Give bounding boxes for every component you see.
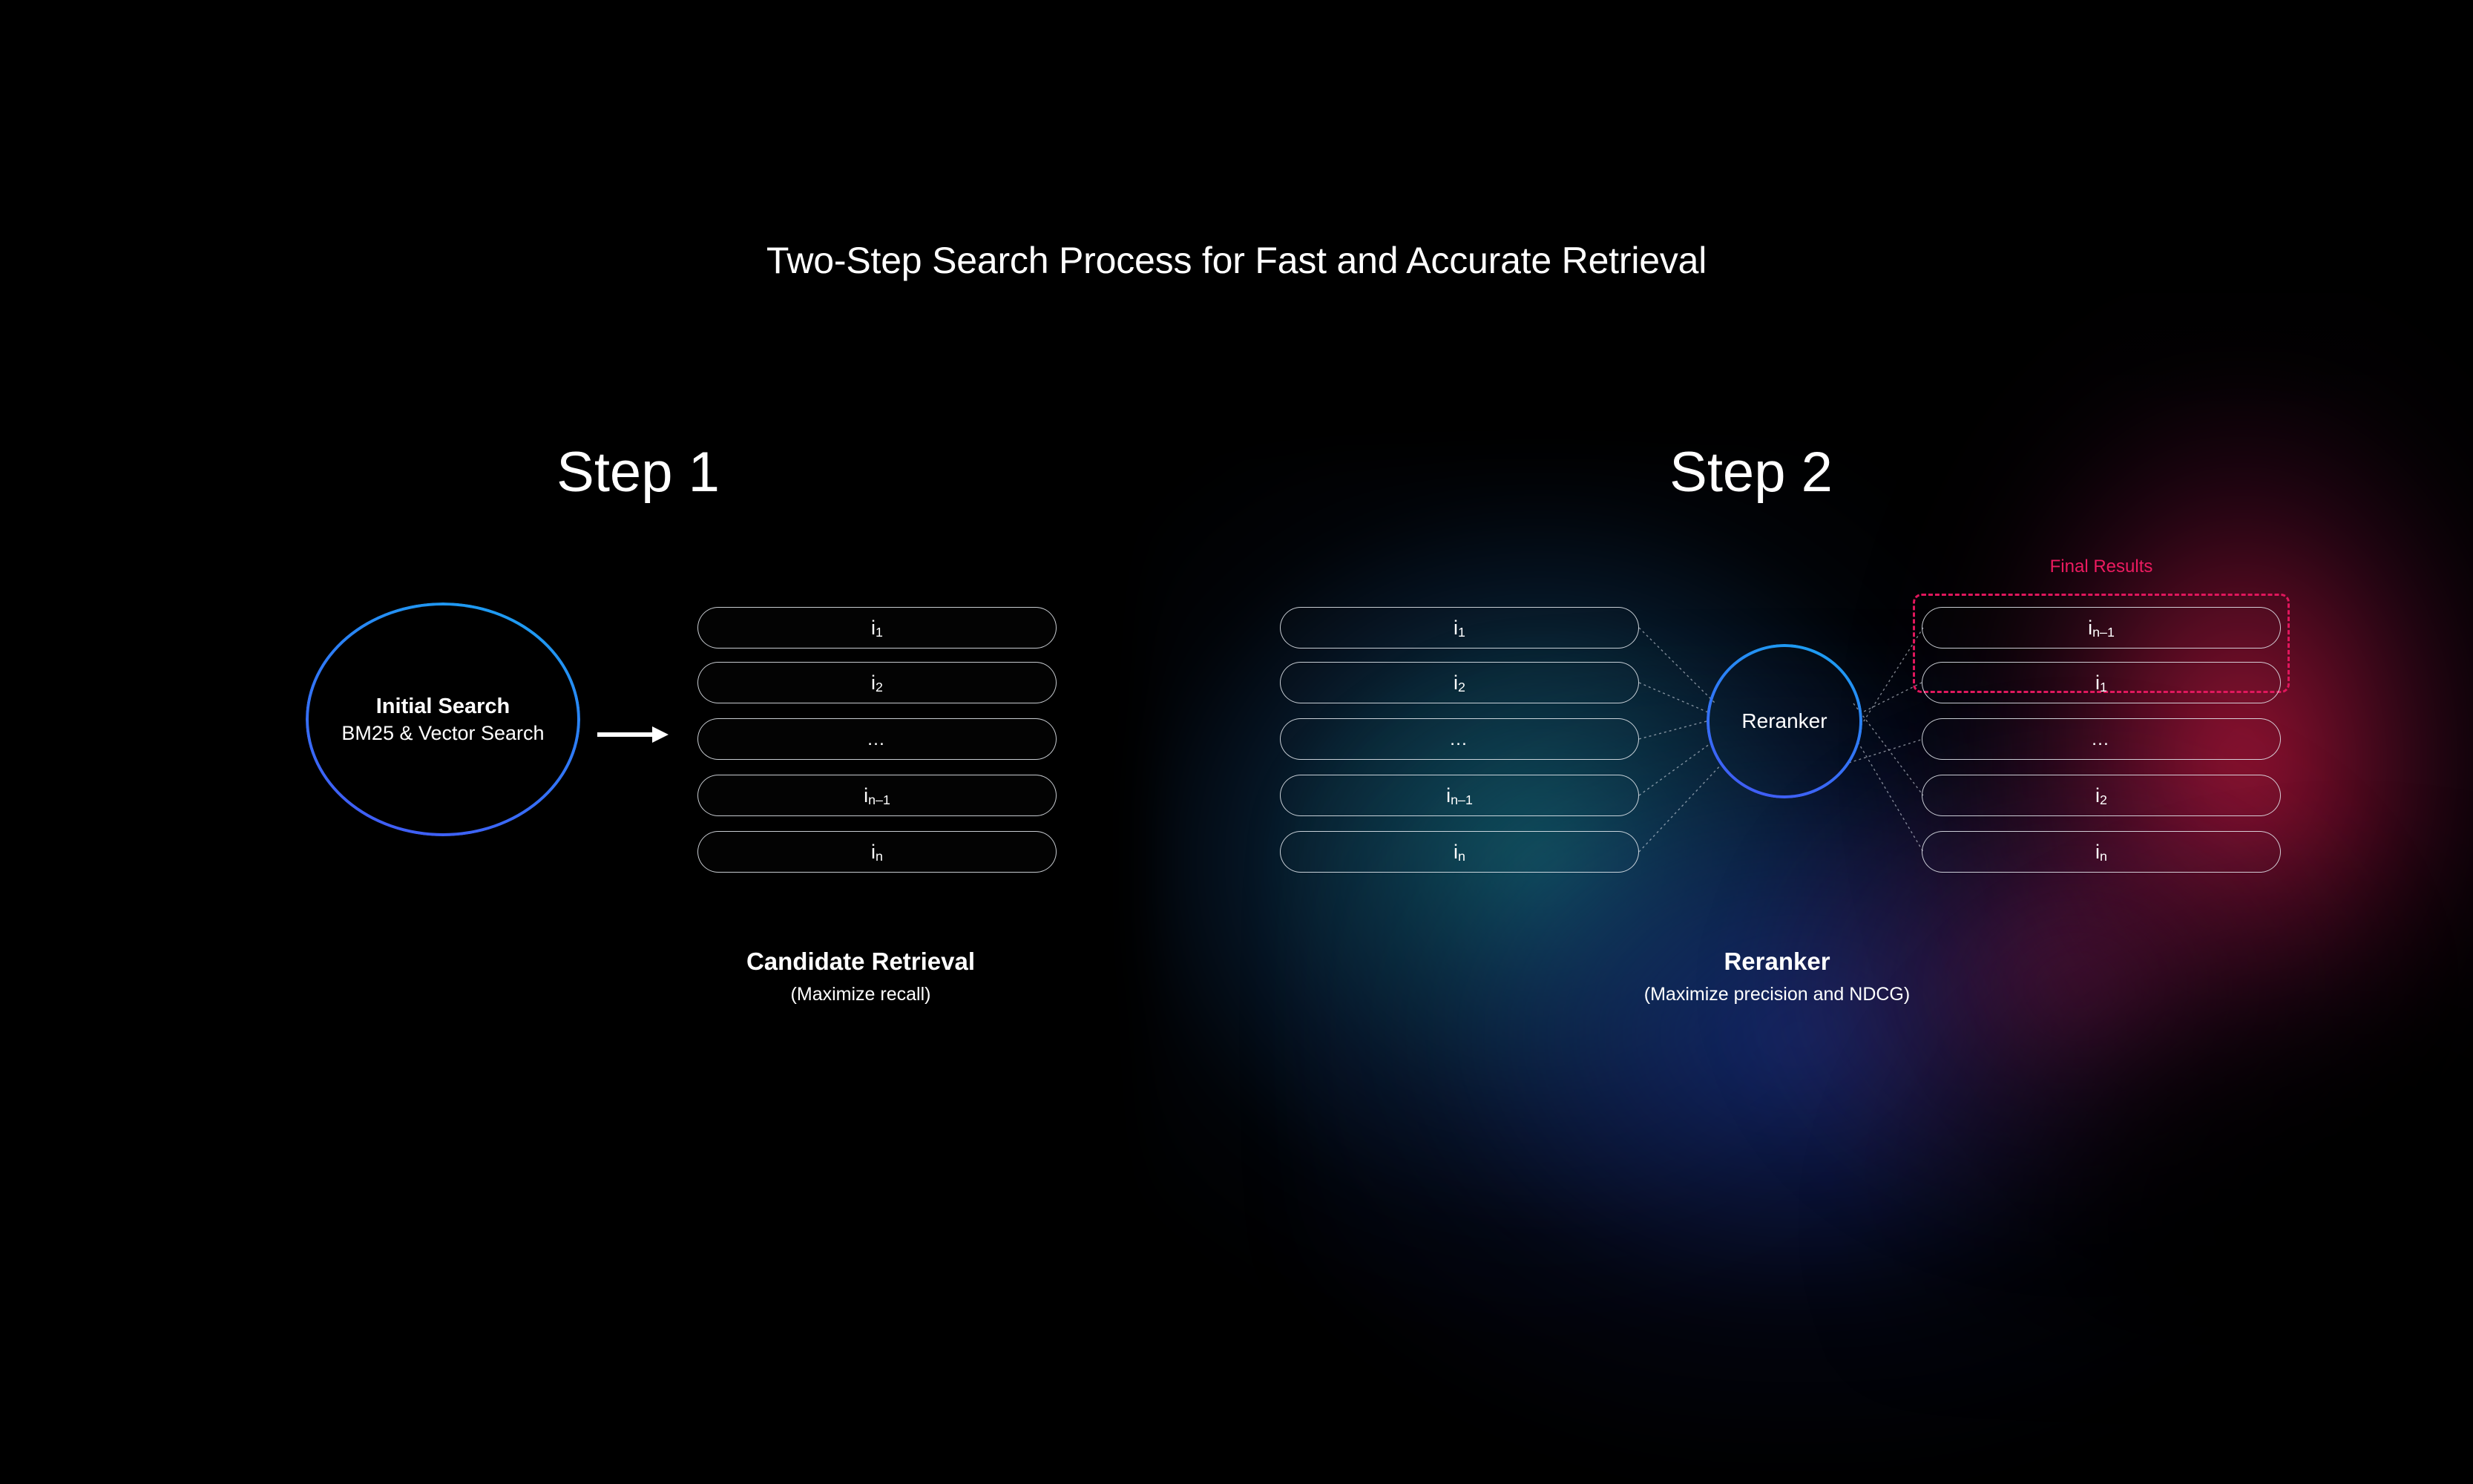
initial-search-text: Initial Search BM25 & Vector Search [341, 693, 544, 746]
step-2-caption-subtitle: (Maximize precision and NDCG) [1643, 984, 1911, 1005]
item-sub: n [2100, 848, 2107, 864]
item-sub: 1 [1458, 624, 1465, 640]
reranker-node-text: Reranker [1741, 708, 1827, 735]
list-item[interactable]: … [1922, 718, 2281, 760]
initial-search-subtitle: BM25 & Vector Search [341, 721, 545, 744]
item-label: … [2091, 728, 2112, 749]
initial-search-title: Initial Search [375, 694, 510, 718]
step-1-caption-subtitle: (Maximize recall) [790, 984, 931, 1005]
arrow-right-icon [597, 726, 669, 743]
step-2-caption-title: Reranker [1724, 948, 1830, 975]
item-sub: 2 [876, 679, 883, 695]
step-1-caption-title: Candidate Retrieval [746, 948, 976, 975]
reranker-node[interactable]: Reranker [1707, 644, 1862, 798]
item-sub: 2 [1458, 679, 1465, 695]
final-results-label: Final Results [2049, 556, 2153, 577]
page-title: Two-Step Search Process for Fast and Acc… [766, 240, 1707, 281]
item-sub: 1 [2100, 679, 2107, 695]
initial-search-node[interactable]: Initial Search BM25 & Vector Search [306, 603, 580, 836]
item-sub: 2 [2100, 792, 2107, 807]
item-sub: n–1 [2092, 624, 2115, 640]
item-sub: n–1 [868, 792, 890, 807]
step-2-heading: Step 2 [1669, 441, 1833, 504]
step-1-caption: Candidate Retrieval (Maximize recall) [453, 946, 1269, 1005]
list-item[interactable]: … [697, 718, 1057, 760]
item-sub: n–1 [1451, 792, 1473, 807]
item-sub: 1 [876, 624, 883, 640]
list-item[interactable]: … [1280, 718, 1639, 760]
item-label: … [1449, 728, 1470, 749]
reranker-node-title: Reranker [1741, 709, 1827, 733]
item-sub: n [1458, 848, 1465, 864]
step-1-heading: Step 1 [556, 441, 720, 504]
item-sub: n [876, 848, 883, 864]
item-label: … [867, 728, 887, 749]
step-2-caption: Reranker (Maximize precision and NDCG) [1369, 946, 2185, 1005]
